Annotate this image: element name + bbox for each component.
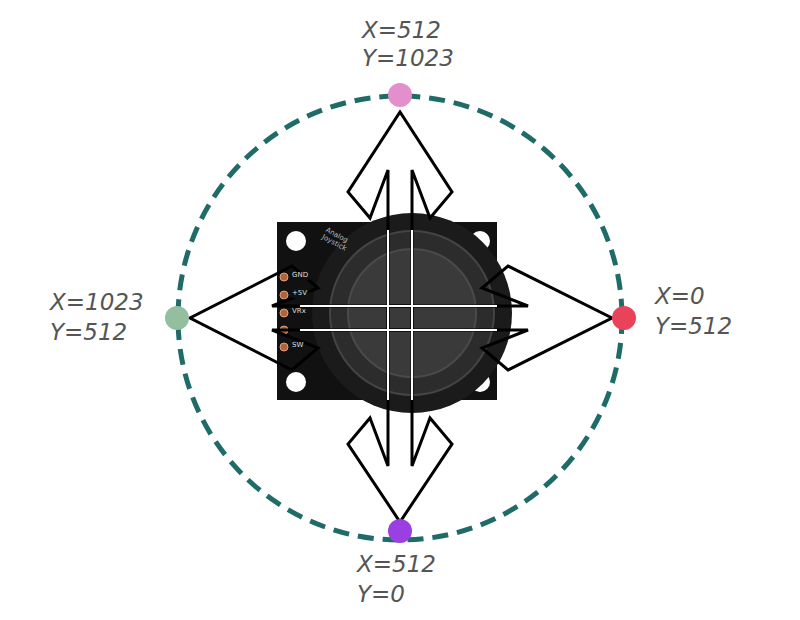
pin-name: SW — [291, 342, 304, 350]
axis-value: Y=512 — [655, 314, 732, 339]
header-pins — [280, 273, 288, 351]
module-board — [277, 222, 497, 400]
axis-value: X=512 — [357, 552, 436, 577]
mounting-hole — [286, 372, 306, 392]
pin-name: GND — [291, 272, 309, 280]
pin-name: +5V — [291, 290, 308, 298]
axis-value: X=1023 — [50, 290, 144, 315]
position-dot — [165, 306, 189, 330]
position-dot — [612, 306, 636, 330]
position-dot — [388, 83, 412, 107]
axis-value: Y=512 — [50, 320, 127, 345]
direction-arrows — [190, 112, 612, 522]
joystick-base — [312, 213, 512, 413]
axis-value: X=512 — [362, 18, 441, 43]
axis-value: X=0 — [655, 284, 705, 309]
pin-name: VRx — [291, 308, 307, 316]
axis-value: Y=1023 — [362, 46, 454, 71]
axis-value: Y=0 — [357, 582, 405, 607]
mounting-hole — [286, 231, 306, 251]
range-circle — [178, 96, 622, 540]
shaft-highlights — [300, 230, 497, 400]
position-dot — [388, 519, 412, 543]
